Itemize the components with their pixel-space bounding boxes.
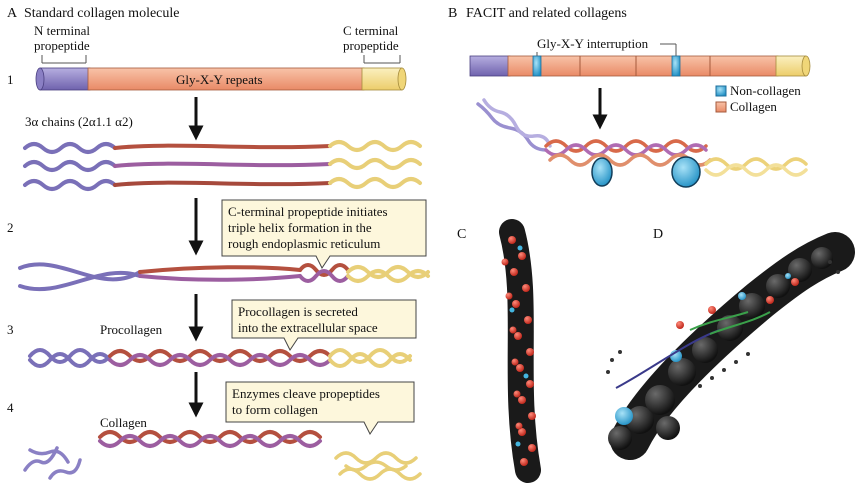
step-3: 3 <box>7 322 14 337</box>
step-2: 2 <box>7 220 14 235</box>
panel-c-letter: C <box>457 227 466 242</box>
legend-collagen-swatch <box>715 101 727 113</box>
procollagen-helix <box>28 348 412 368</box>
c-bracket <box>363 55 401 64</box>
cleaved-n-propeptides <box>23 446 82 480</box>
collagen-helix <box>98 430 322 448</box>
n-terminal-label-2: propeptide <box>34 38 90 53</box>
c-terminal-label-1: C terminal <box>343 23 399 38</box>
procollagen-label: Procollagen <box>100 322 163 337</box>
facit-collagen-bar <box>469 55 811 77</box>
collagen-label: Collagen <box>100 415 147 430</box>
interruption-label: Gly-X-Y interruption <box>537 36 649 51</box>
n-terminal-label-1: N terminal <box>34 23 90 38</box>
legend-noncollagen-swatch <box>715 85 727 97</box>
box3-line2: into the extracellular space <box>238 320 378 335</box>
repeats-label: Gly-X-Y repeats <box>176 72 263 87</box>
panel-b-title: FACIT and related collagens <box>466 6 627 21</box>
chains-label: 3α chains (2α1.1 α2) <box>25 114 133 129</box>
noncollagen-domain-2 <box>671 156 701 188</box>
box2-line1: C-terminal propeptide initiates <box>228 204 388 219</box>
box3-line1: Procollagen is secreted <box>238 304 358 319</box>
space-filling-facit-d <box>606 232 855 460</box>
cleaved-c-propeptides <box>334 451 422 481</box>
facit-helix <box>476 98 808 177</box>
three-alpha-chains <box>23 140 422 191</box>
panel-a-title: Standard collagen molecule <box>24 6 180 21</box>
space-filling-helix-c <box>499 219 541 483</box>
n-bracket <box>41 55 87 64</box>
panel-d-letter: D <box>653 227 663 242</box>
panel-b-letter: B <box>448 6 457 21</box>
box4-line2: to form collagen <box>232 402 318 417</box>
box4-line1: Enzymes cleave propeptides <box>232 386 380 401</box>
step-1: 1 <box>7 72 14 87</box>
box-4 <box>225 381 415 435</box>
step-4: 4 <box>7 400 14 415</box>
noncollagen-domain-1 <box>591 157 613 187</box>
box2-line3: rough endoplasmic reticulum <box>228 236 380 251</box>
legend-collagen: Collagen <box>730 99 777 114</box>
box2-line2: triple helix formation in the <box>228 220 372 235</box>
standard-collagen-bar <box>35 67 407 91</box>
c-terminal-label-2: propeptide <box>343 38 399 53</box>
legend-noncollagen: Non-collagen <box>730 83 801 98</box>
box-3 <box>231 299 417 351</box>
helix-initiation <box>18 262 430 292</box>
box-2 <box>221 199 427 269</box>
panel-a-letter: A <box>7 6 18 21</box>
